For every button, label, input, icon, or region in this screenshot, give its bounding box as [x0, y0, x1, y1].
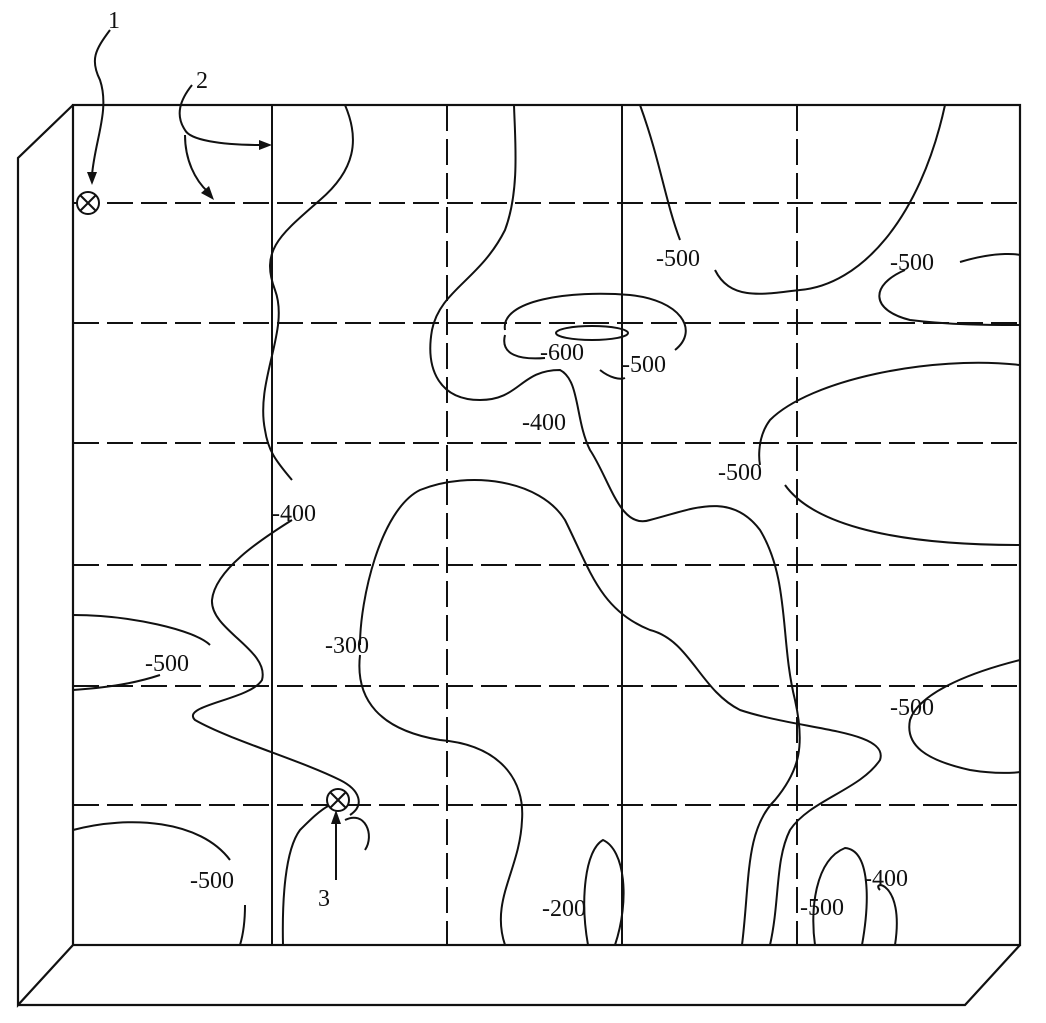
- contour-label: -400: [522, 410, 566, 436]
- box-frame: [16, 103, 1022, 1008]
- contour-label: -500: [145, 651, 189, 677]
- contour-label: -300: [325, 633, 369, 659]
- contour-label: -500: [656, 246, 700, 272]
- contour-label: -500: [718, 460, 762, 486]
- contour-label: -500: [890, 695, 934, 721]
- contour-label: -600: [540, 340, 584, 366]
- contour-label: -400: [272, 501, 316, 527]
- contour-label: -500: [800, 895, 844, 921]
- contour-label: -200: [542, 896, 586, 922]
- contour-label: -500: [890, 250, 934, 276]
- contour-label: -400: [864, 866, 908, 892]
- contour-label: -500: [622, 352, 666, 378]
- callout-leaders: [87, 29, 341, 880]
- contour-label: -500: [190, 868, 234, 894]
- sensor-marker-1: [76, 191, 100, 215]
- contour-lines: [72, 104, 1021, 946]
- sensor-marker-3: [326, 788, 350, 812]
- callout-3: 3: [318, 886, 330, 912]
- grid-lines: [73, 105, 1020, 945]
- contour-labels: -500 -500 -600 -500 -400 -500 -400 -300 …: [145, 246, 934, 922]
- callout-1: 1: [108, 8, 120, 34]
- callout-2: 2: [196, 68, 208, 94]
